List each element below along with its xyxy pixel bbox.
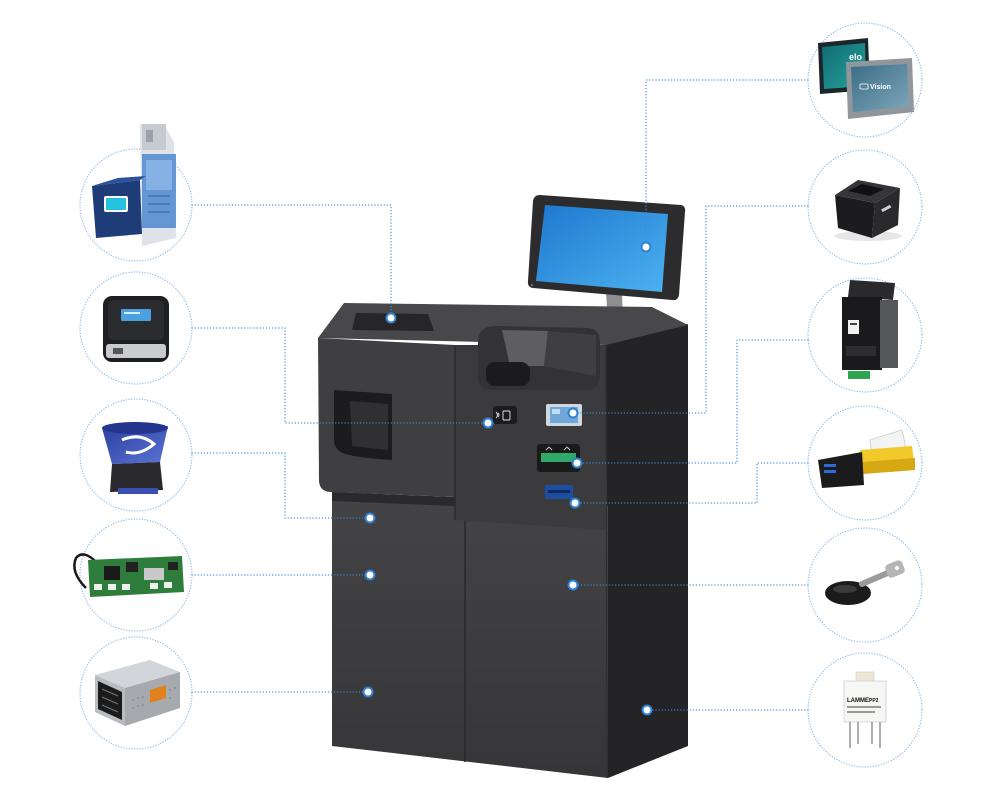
thumbnail-bill-validator [807, 277, 923, 393]
thumbnail-contactless-reader [79, 271, 193, 385]
switch-model-label: PP2 [869, 698, 879, 704]
marker-barcode-scanner[interactable] [567, 407, 579, 419]
marker-power-supply[interactable] [362, 686, 374, 698]
marker-touch-monitor[interactable] [640, 241, 652, 253]
receipt-output-pocket [486, 362, 530, 386]
contactless-pad-frame [493, 406, 517, 424]
control-board-icon [73, 553, 184, 597]
coin-hopper-icon [102, 422, 168, 494]
thumbnail-coin-validator [79, 124, 193, 262]
touch-monitor [527, 195, 686, 301]
connectors [191, 79, 809, 711]
coin-return-inner [350, 401, 388, 450]
top-unit-right-front [455, 345, 606, 530]
cabinet-top-shadow [332, 492, 455, 506]
connector-barcode-scanner [572, 205, 809, 414]
thumbnail-control-board [73, 518, 193, 632]
marker-contactless-reader[interactable] [482, 417, 494, 429]
monitor-screen [536, 205, 668, 292]
thumbnail-power-supply [79, 636, 193, 750]
kiosk-side-panel [606, 324, 688, 778]
thumbnail-coin-hopper [79, 398, 193, 512]
contactless-pad [493, 406, 517, 424]
cabinet-front [332, 492, 608, 778]
connector-contactless-reader [191, 327, 489, 424]
marker-door-switch[interactable] [641, 704, 653, 716]
hotspot-markers [362, 241, 653, 716]
touch-monitor-icon: elo Vision [818, 38, 914, 119]
power-supply-icon [95, 660, 180, 726]
marker-cabinet-lock[interactable] [567, 579, 579, 591]
card-dispenser-slot [545, 485, 573, 499]
marker-coin-hopper[interactable] [364, 512, 376, 524]
bill-validator-icon [842, 280, 898, 379]
cabinet-lock-icon [825, 560, 905, 605]
contactless-reader-icon [103, 296, 169, 362]
monitor-power-led [531, 284, 533, 286]
connector-touch-monitor [645, 79, 809, 248]
thumbnail-card-dispenser [807, 405, 923, 521]
thumbnail-touch-monitor: elo Vision [807, 22, 923, 138]
thumbnail-barcode-scanner [807, 149, 923, 265]
front-side-edge [605, 344, 608, 779]
marker-card-dispenser[interactable] [569, 497, 581, 509]
connector-coin-validator [191, 204, 392, 319]
elo-logo: elo [849, 52, 863, 62]
connector-coin-hopper [191, 452, 371, 519]
barcode-scanner-icon [834, 180, 902, 241]
door-switch-icon: LAMME PP2 [843, 671, 887, 748]
receipt-paper-guide [502, 330, 548, 366]
marker-bill-validator[interactable] [571, 457, 583, 469]
thumbnail-door-switch: LAMME PP2 [807, 652, 923, 768]
connector-card-dispenser [574, 462, 809, 504]
vision-logo-mark [859, 83, 869, 90]
marker-control-board[interactable] [364, 569, 376, 581]
bill-validator-slot [537, 444, 580, 472]
thumbnail-cabinet-lock [807, 527, 923, 643]
vision-logo: Vision [870, 84, 891, 91]
switch-brand-label: LAMME [847, 698, 869, 704]
marker-coin-validator[interactable] [385, 312, 397, 324]
kiosk [318, 195, 688, 779]
card-dispenser-icon [818, 429, 915, 488]
coin-validator-icon [92, 124, 176, 246]
contactless-icon [495, 410, 511, 421]
receipt-hood-shade [544, 331, 596, 376]
